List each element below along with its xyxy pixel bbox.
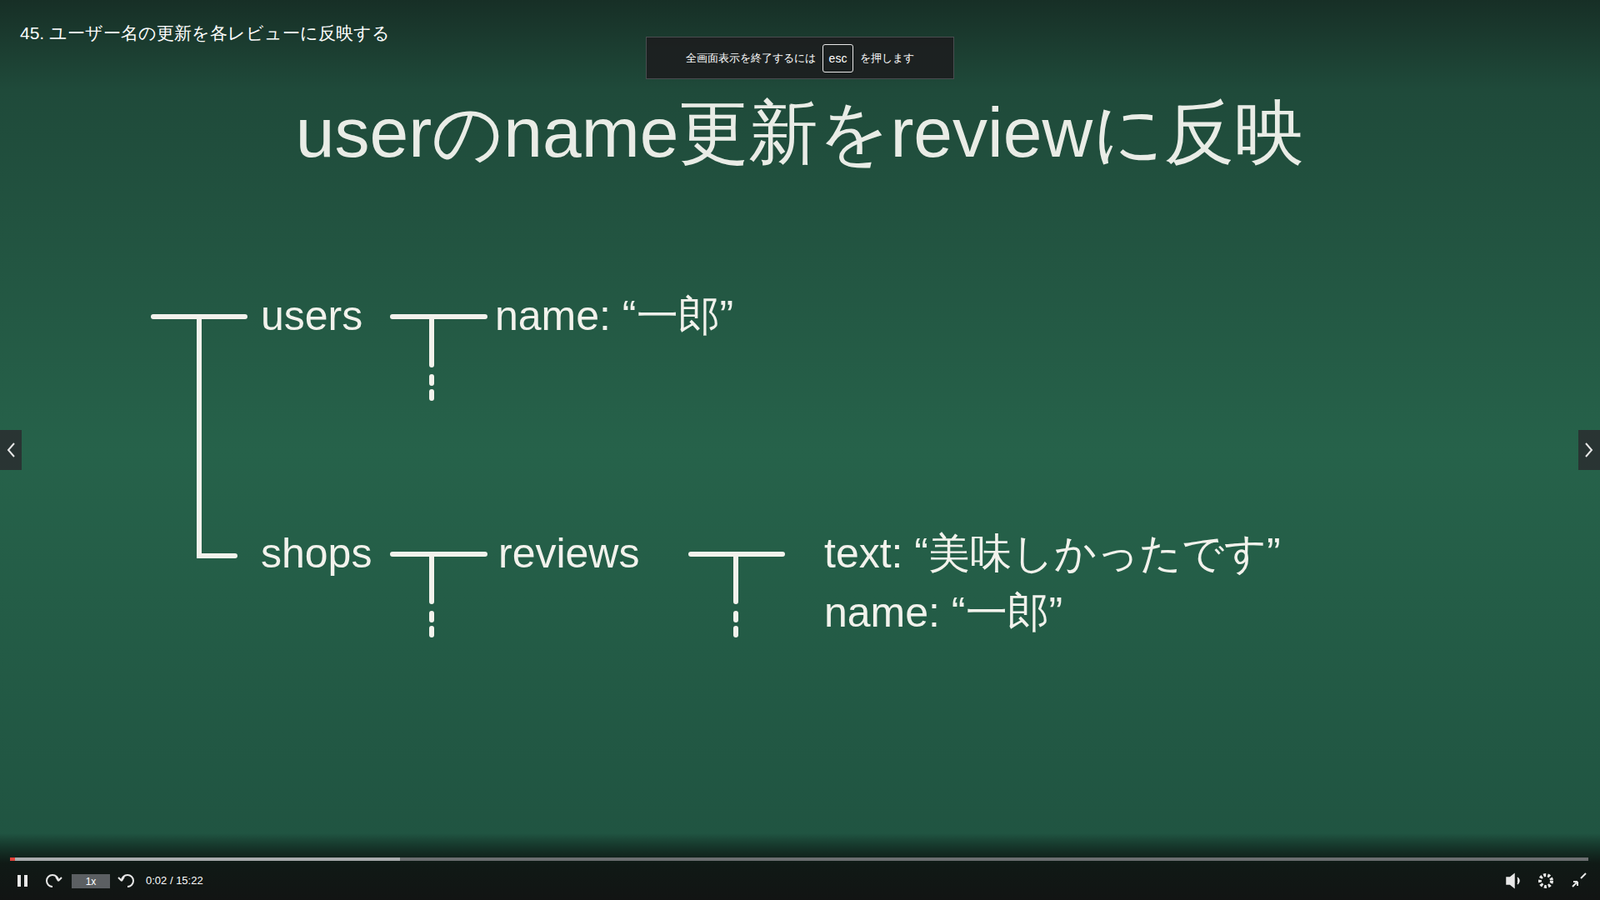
pause-icon [17,875,28,887]
node-text: 1x [85,875,97,888]
root-bracket [153,316,245,556]
users-bracket [392,316,485,399]
next-chevron [1585,443,1592,457]
slide-title: userのname更新をreviewに反映 [295,92,1305,174]
lecture-heading: 45. ユーザー名の更新を各レビューに反映する [20,23,390,44]
volume-icon [1506,874,1520,888]
node-text: 全画面表示を終了するには [685,50,816,66]
time-readout: 0:02 / 15:22 [145,875,204,888]
tree-item: reviews [498,530,640,579]
node-text: esc [829,51,848,65]
forward-icon [118,875,134,887]
settings-icon [1540,875,1552,887]
exit-fullscreen-icon [1572,873,1586,887]
progress-played [10,857,15,861]
speed-button: 1x [71,874,110,889]
tree-item: name: “一郎” [824,589,1063,638]
fullscreen-notice: 全画面表示を終了するには を押します esc [645,36,955,80]
tree-item: users [260,292,363,341]
node-text: を押します [860,50,915,66]
key-cap: esc [822,44,854,73]
next-button [1578,430,1600,470]
tree-item: name: “一郎” [495,292,734,341]
tree-item: text: “美味しかったです” [824,530,1281,579]
tree-item: shops [260,530,372,579]
rewind-icon [46,875,62,887]
reviews-bracket [690,554,783,635]
shops-bracket [392,554,485,635]
control-bar [0,833,1600,900]
tree-brackets [153,316,783,635]
progress-buffered [10,857,400,861]
prev-button [0,430,22,470]
prev-chevron [8,443,15,457]
progress-track [10,857,1589,861]
